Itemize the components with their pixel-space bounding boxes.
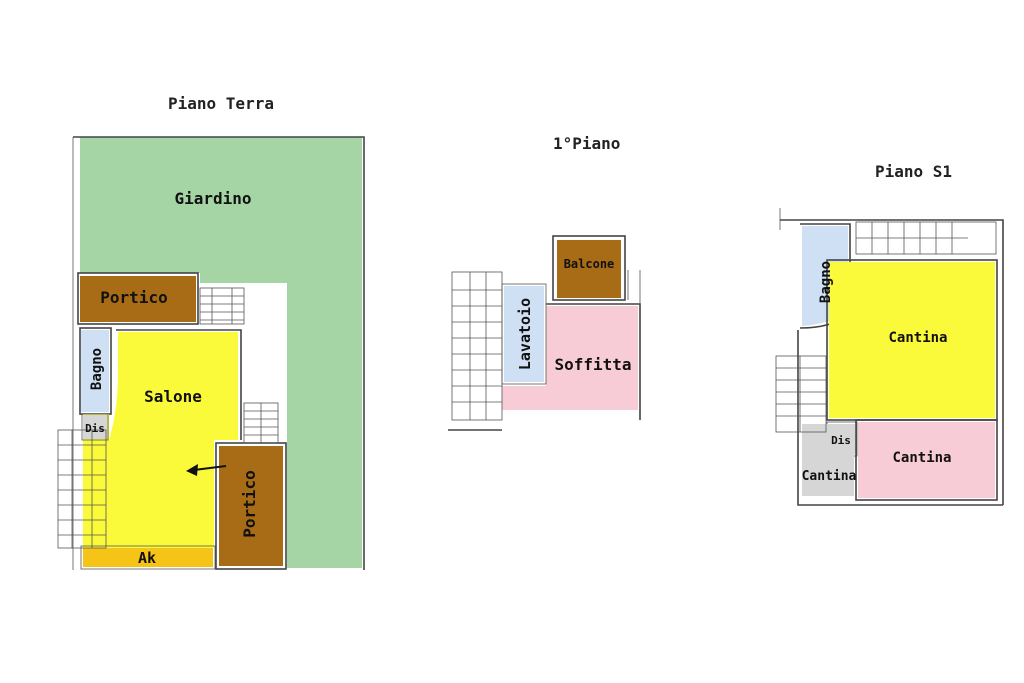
salone-label: Salone: [144, 387, 202, 406]
giardino-label: Giardino: [174, 189, 251, 208]
basement-title: Piano S1: [875, 162, 952, 181]
portico-right-room: [219, 446, 283, 566]
giardino-area: [80, 137, 362, 568]
dis-s1-label: Dis: [831, 434, 851, 447]
ak-label: Ak: [138, 549, 156, 567]
soffitta-room: [502, 306, 638, 410]
cantina-main-label: Cantina: [888, 330, 947, 346]
stairs-ground-upper: [199, 287, 245, 325]
lavatoio-room: [504, 286, 544, 382]
balcone-room: [557, 240, 621, 298]
first-floor-plan: 1°Piano Balcone Lavatoio: [448, 134, 641, 431]
portico-right-label: Portico: [240, 470, 259, 537]
ground-floor-plan: Piano Terra: [57, 94, 365, 570]
entrance-arrow-icon: [186, 464, 227, 476]
balcone-label: Balcone: [564, 257, 615, 271]
portico-top-room: [80, 276, 196, 322]
basement-floor-plan: Piano S1: [775, 162, 1004, 506]
dis-label: Dis: [85, 422, 105, 435]
bagno-s1-label: Bagno: [818, 261, 834, 303]
stairs-ground-left: [57, 429, 107, 549]
bagno-label: Bagno: [89, 348, 105, 390]
ak-room: [83, 548, 213, 567]
cantina-small-label: Cantina: [802, 469, 857, 484]
ground-floor-title: Piano Terra: [168, 94, 274, 113]
lavatoio-label: Lavatoio: [516, 298, 534, 370]
soffitta-label: Soffitta: [554, 355, 631, 374]
first-floor-title: 1°Piano: [553, 134, 620, 153]
cantina-pink-room: [858, 422, 995, 498]
bagno-room: [81, 330, 109, 412]
salone-room: [83, 332, 238, 548]
stairs-first-floor: [448, 271, 503, 431]
cantina-pink-label: Cantina: [892, 450, 951, 466]
cantina-small-room: [802, 424, 854, 496]
cantina-main-room: [829, 262, 995, 418]
stairs-ground-middle: [243, 402, 279, 444]
dis-room: [83, 415, 107, 439]
portico-top-label: Portico: [100, 288, 167, 307]
stairs-basement-left: [775, 355, 827, 433]
stairs-basement-top: [855, 221, 997, 255]
